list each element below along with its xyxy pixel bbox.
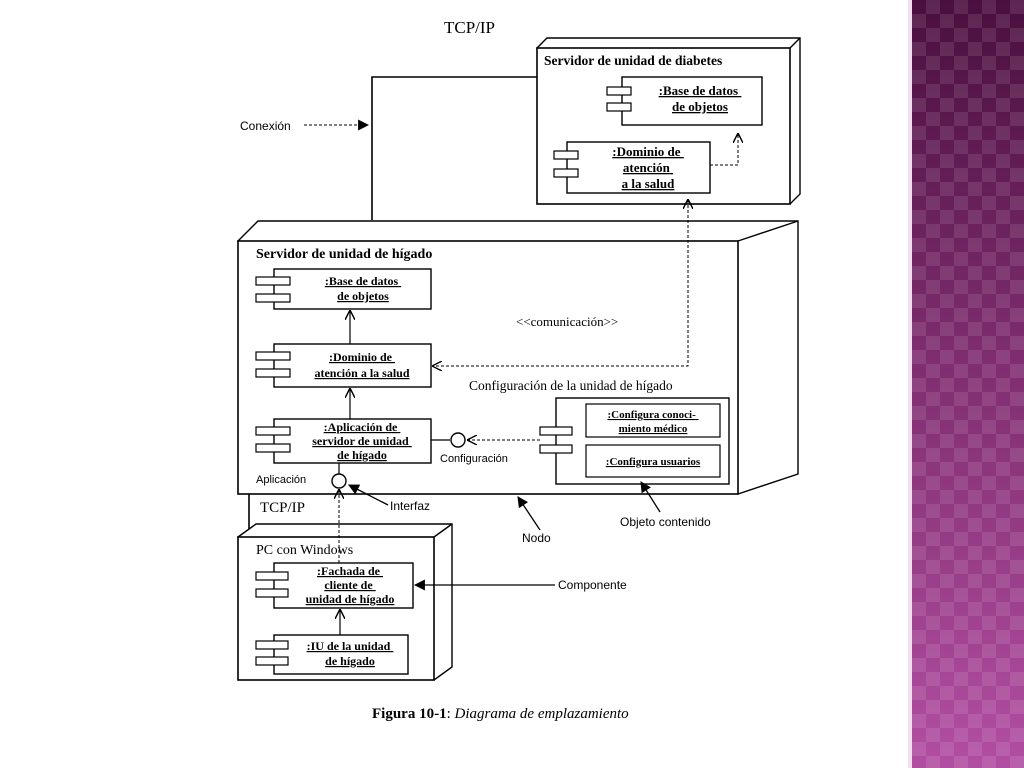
annotation-componente: Componente xyxy=(558,578,627,592)
node-diabetes-server: Servidor de unidad de diabetes :Base de … xyxy=(535,37,801,205)
comp-text: de hígado xyxy=(325,654,375,668)
decorative-side-panel xyxy=(912,0,1024,768)
tcp-connection-line xyxy=(371,76,537,220)
comp-text: de objetos xyxy=(337,289,389,303)
comp-text: unidad de hígado xyxy=(306,592,395,606)
config-interface-icon xyxy=(450,432,466,448)
objeto-contenido-pointer xyxy=(640,481,661,513)
annotation-conexion: Conexión xyxy=(240,119,291,133)
comp-text: :Dominio de xyxy=(329,350,393,364)
top-protocol-label: TCP/IP xyxy=(444,18,495,37)
comp-text: atención xyxy=(623,160,671,175)
nodo-pointer xyxy=(517,496,541,531)
node-pc-windows: PC con Windows :Fachada de cliente de un… xyxy=(236,523,453,681)
config-container: :Configura conoci- miento médico :Config… xyxy=(539,397,730,485)
comp-text: :Configura usuarios xyxy=(606,456,701,468)
annotation-interfaz: Interfaz xyxy=(390,499,430,513)
figure-caption: Figura 10-1: Diagrama de emplazamiento xyxy=(372,706,629,722)
svg-text::Base de datos de obje: :Base de datos de objetos xyxy=(325,274,401,303)
component-liver-application: :Aplicación de servidor de unidad de híg… xyxy=(255,418,432,464)
comp-text: :Base de datos xyxy=(325,274,399,288)
component-diabetes-database: :Base de datos de objetos xyxy=(606,76,763,126)
caption-label: Figura 10-1 xyxy=(372,706,447,722)
comp-text: a la salud xyxy=(622,176,676,191)
bottom-protocol-label: TCP/IP xyxy=(260,500,305,516)
svg-text::Aplicación de servido: :Aplicación de servidor de unidad de híg… xyxy=(312,420,411,462)
comp-text: :IU de la unidad xyxy=(307,639,391,653)
stereotype-comunicacion: <<comunicación>> xyxy=(516,314,618,329)
component-pc-ui: :IU de la unidad de hígado xyxy=(255,634,409,675)
annotation-objeto-contenido: Objeto contenido xyxy=(620,515,711,529)
component-liver-database: :Base de datos de objetos xyxy=(255,268,432,310)
comunicacion-link xyxy=(433,200,688,366)
comp-text: :Dominio de xyxy=(612,144,680,159)
deployment-diagram: TCP/IP Conexión Servidor de unidad de di… xyxy=(236,18,801,722)
comp-text: servidor de unidad xyxy=(312,434,409,448)
node-liver-server: Servidor de unidad de hígado :Base de da… xyxy=(236,220,799,495)
comp-text: atención a la salud xyxy=(314,366,409,380)
component-pc-facade: :Fachada de cliente de unidad de hígado xyxy=(255,562,414,609)
svg-text::Dominio de atención: :Dominio de atención a la salud xyxy=(612,144,684,191)
config-item-users xyxy=(585,444,721,478)
comp-text: cliente de xyxy=(324,578,373,592)
comp-text: de hígado xyxy=(337,448,387,462)
comp-text: :Base de datos xyxy=(659,83,738,98)
svg-text::IU de la unidad de hí: :IU de la unidad de hígado xyxy=(307,639,394,668)
svg-text::Base de datos de obje: :Base de datos de objetos xyxy=(659,83,742,114)
svg-text::Configura conoci- mie: :Configura conoci- miento médico xyxy=(607,409,698,435)
component-diabetes-domain: :Dominio de atención a la salud xyxy=(553,141,711,194)
node-pc-title: PC con Windows xyxy=(256,543,353,558)
comp-text: :Aplicación de xyxy=(324,420,398,434)
interface-label-aplicacion: Aplicación xyxy=(256,474,306,486)
component-liver-domain: :Dominio de atención a la salud xyxy=(255,343,432,388)
node-liver-title: Servidor de unidad de hígado xyxy=(256,247,432,262)
svg-text::Configura usuarios: :Configura usuarios xyxy=(606,456,701,468)
comp-text: :Fachada de xyxy=(317,564,381,578)
interface-label-configuracion: Configuración xyxy=(440,453,508,465)
interfaz-pointer xyxy=(348,484,389,506)
annotation-nodo: Nodo xyxy=(522,531,551,545)
caption-separator: : xyxy=(447,706,451,722)
comp-text: miento médico xyxy=(619,423,688,435)
side-panel-edge xyxy=(908,0,914,768)
comp-text: de objetos xyxy=(672,99,728,114)
config-title: Configuración de la unidad de hígado xyxy=(469,378,673,393)
svg-text::Fachada de cliente de: :Fachada de cliente de unidad de hígado xyxy=(306,564,395,606)
caption-text: Diagrama de emplazamiento xyxy=(451,706,629,722)
config-item-medical xyxy=(585,403,721,438)
svg-text::Dominio de atención a: :Dominio de atención a la salud xyxy=(314,350,409,380)
app-interface-icon xyxy=(331,473,347,489)
diabetes-internal-dependency xyxy=(710,134,738,166)
comp-text: :Configura conoci- xyxy=(607,409,696,421)
node-diabetes-title: Servidor de unidad de diabetes xyxy=(544,53,722,68)
